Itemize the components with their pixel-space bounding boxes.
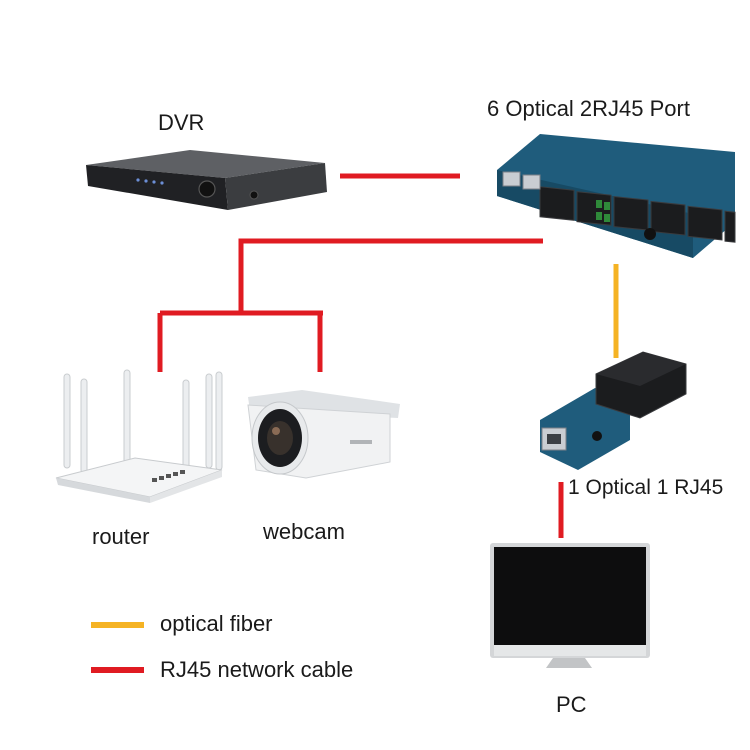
fiber-switch-board-icon — [497, 134, 736, 258]
converter-label: 1 Optical 1 RJ45 — [568, 476, 724, 499]
legend-label-optical-fiber: optical fiber — [160, 611, 273, 636]
switch-label: 6 Optical 2RJ45 Port — [487, 96, 690, 121]
dvr-label: DVR — [158, 110, 205, 135]
bullet-camera-icon — [247, 390, 400, 479]
wifi-router-icon — [55, 369, 223, 503]
webcam-label: webcam — [263, 519, 345, 544]
router-label: router — [92, 524, 150, 549]
pc-label: PC — [556, 692, 587, 717]
legend-label-rj45-cable: RJ45 network cable — [160, 657, 354, 682]
monitor-icon — [490, 543, 650, 668]
switch-to-endpoints-cable — [157, 238, 543, 372]
dvr-recorder-icon — [86, 150, 327, 210]
media-converter-icon — [540, 351, 687, 470]
